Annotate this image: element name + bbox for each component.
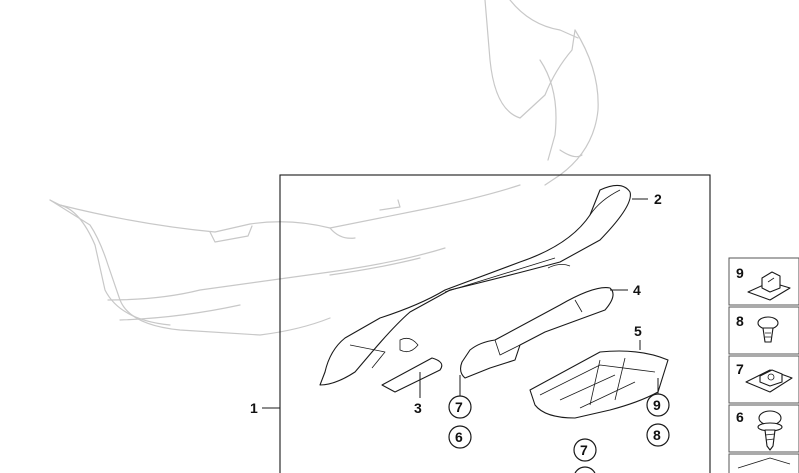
callout-1: 1	[250, 400, 258, 416]
legend-label-7: 7	[736, 361, 744, 377]
speed-nut-icon	[745, 369, 793, 393]
circled-callout-8a: 8	[646, 423, 670, 447]
circled-callout-7b: 7	[573, 438, 597, 462]
callout-3: 3	[414, 400, 422, 416]
underbody-panel-part	[529, 350, 669, 419]
circled-callout-partial	[574, 466, 596, 473]
reflector-strip-part	[381, 357, 443, 393]
svg-text:8: 8	[653, 427, 661, 443]
callout-4: 4	[633, 282, 641, 298]
expanding-rivet-icon	[757, 316, 779, 343]
partial-part-icon	[737, 457, 791, 469]
legend-label-6: 6	[736, 409, 744, 425]
body-screw-icon	[757, 410, 783, 451]
rear-bumper-ghost	[49, 0, 599, 336]
svg-text:9: 9	[653, 397, 661, 413]
assembly-frame	[279, 174, 711, 473]
circled-callout-7a: 7	[448, 395, 472, 419]
svg-text:6: 6	[455, 429, 463, 445]
circled-callout-6a: 6	[448, 425, 472, 449]
legend-label-9: 9	[736, 265, 744, 281]
legend-label-8: 8	[736, 313, 744, 329]
svg-text:7: 7	[455, 399, 463, 415]
rear-diffuser-part	[319, 184, 631, 386]
callout-5: 5	[634, 323, 642, 339]
circled-callout-9a: 9	[646, 393, 670, 417]
callout-2: 2	[654, 191, 662, 207]
fastener-legend: 9 8 7 6	[728, 257, 799, 473]
legend-box-partial	[728, 453, 799, 473]
heat-shield-part	[459, 287, 614, 379]
svg-text:7: 7	[580, 442, 588, 458]
leader-lines	[262, 198, 659, 409]
clip-nut-icon	[747, 271, 791, 301]
